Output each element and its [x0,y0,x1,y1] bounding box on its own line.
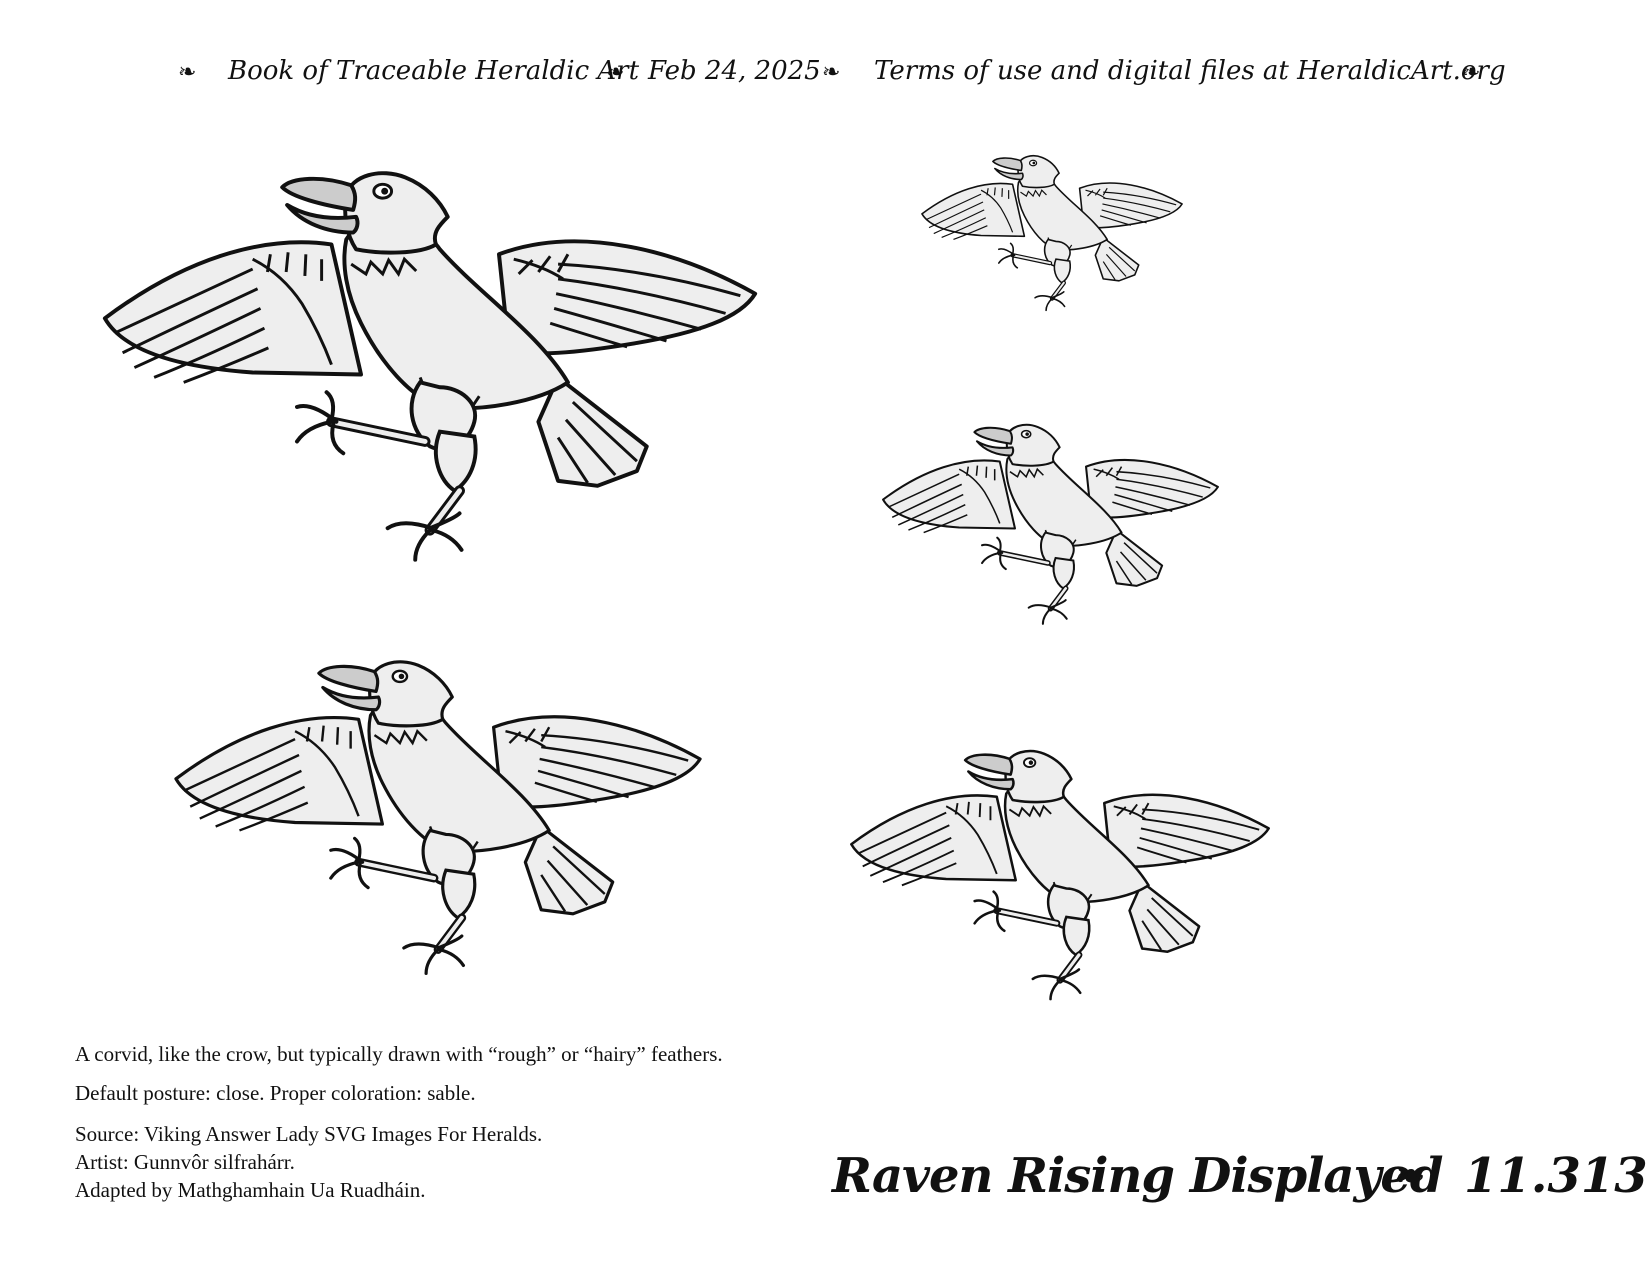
fleuron-icon: ❧ [1462,60,1481,85]
raven-large-illustration [95,165,765,580]
posture-line: Default posture: close. Proper coloratio… [75,1081,476,1105]
terms-text: Terms of use and digital files at Herald… [874,56,1506,86]
page-header: ❧ Book of Traceable Heraldic Art ❧ Feb 2… [0,56,1650,96]
fleuron-icon: ❧ [1394,1154,1426,1198]
source-line: Source: Viking Answer Lady SVG Images Fo… [75,1122,543,1146]
header-date: Feb 24, 2025 [648,56,821,86]
plate-title: Raven Rising Displayed ❧ 11.313 [832,1148,1648,1218]
raven-medium-right-illustration [845,745,1275,1013]
raven-small-medium-illustration [878,420,1223,635]
adapted-line: Adapted by Mathghamhain Ua Ruadháin. [75,1178,426,1202]
description-line: A corvid, like the crow, but typically d… [75,1042,723,1066]
charge-name: Raven Rising Displayed [832,1148,1443,1204]
book-title: Book of Traceable Heraldic Art [228,56,640,86]
artist-line: Artist: Gunnvôr silfrahárr. [75,1150,295,1174]
fleuron-icon: ❧ [822,60,841,85]
fleuron-icon: ❧ [606,60,625,85]
raven-small-illustration [918,152,1186,319]
raven-medium-illustration [168,655,708,990]
plate-number: 11.313 [1464,1148,1648,1204]
fleuron-icon: ❧ [178,60,197,85]
